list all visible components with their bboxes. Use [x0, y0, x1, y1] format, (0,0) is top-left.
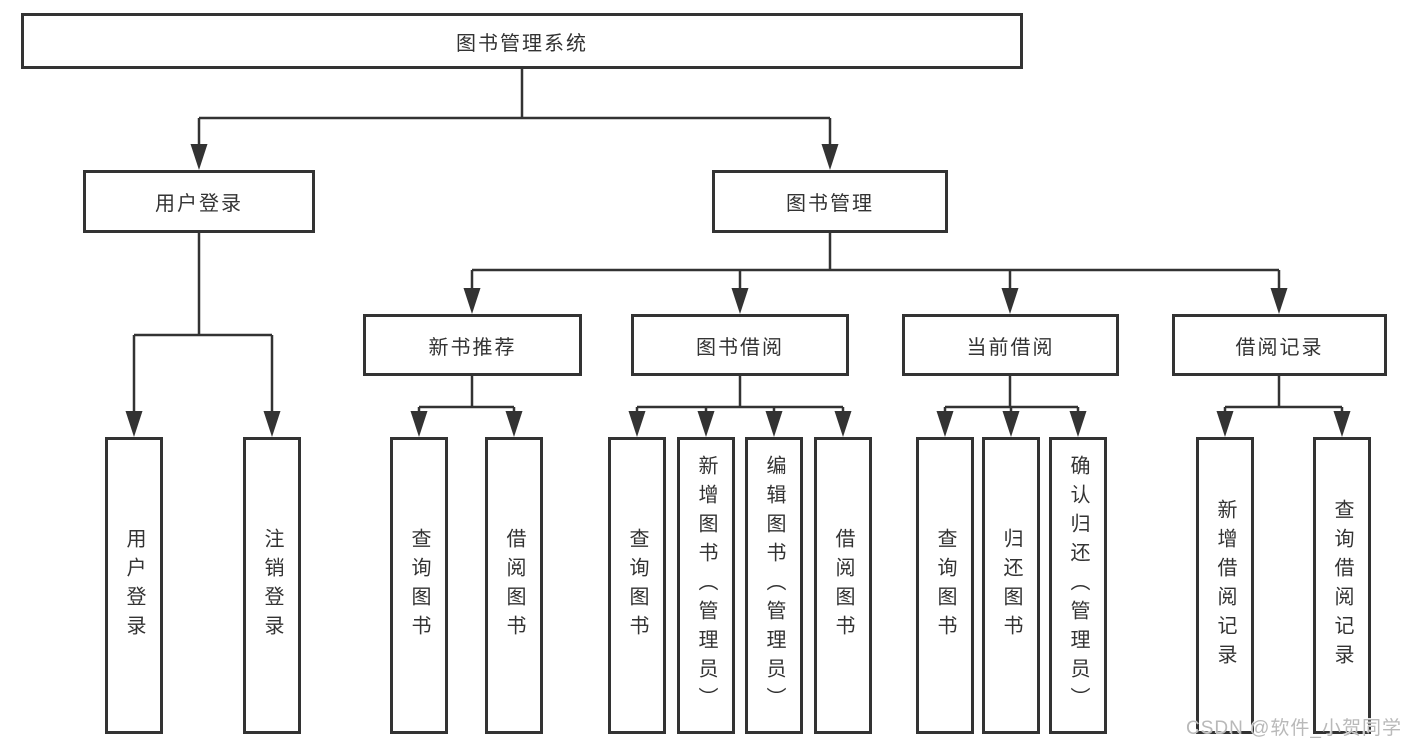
arrow-into-leaf-cb-query	[936, 411, 954, 437]
node-user-login: 用户登录	[83, 170, 315, 233]
connector-book-borrow-to-leaves	[635, 376, 845, 414]
connector-new-book-rec-to-leaves	[417, 376, 516, 414]
connector-book-mgmt-to-level3	[470, 233, 1281, 290]
node-book-borrowing: 图书借阅	[631, 314, 849, 376]
arrow-into-leaf-logout	[263, 411, 281, 437]
arrow-into-leaf-br-query	[1333, 411, 1351, 437]
node-label: 用户登录	[123, 527, 145, 644]
node-label: 查询借阅记录	[1331, 498, 1353, 673]
node-label: 查询图书	[934, 527, 956, 644]
node-label: 图书管理	[786, 193, 874, 215]
node-label: 确认归还（管理员）	[1067, 455, 1089, 716]
arrow-into-user-login	[190, 144, 208, 170]
leaf-borrow-books-recommend: 借阅图书	[485, 437, 543, 734]
arrow-into-leaf-br-add	[1216, 411, 1234, 437]
arrow-into-new-book-rec	[463, 288, 481, 314]
leaf-add-borrow-record: 新增借阅记录	[1196, 437, 1254, 734]
arrow-into-leaf-user-login	[125, 411, 143, 437]
connector-user-login-to-leaves	[132, 233, 274, 413]
arrow-into-leaf-nbr-borrow	[505, 411, 523, 437]
connector-root-to-level2	[197, 69, 832, 146]
leaf-query-books-borrowing: 查询图书	[608, 437, 666, 734]
node-label: 新增借阅记录	[1214, 498, 1236, 673]
arrow-into-book-borrow	[731, 288, 749, 314]
node-borrowing-records: 借阅记录	[1172, 314, 1387, 376]
node-label: 借阅图书	[832, 527, 854, 644]
node-current-borrowing: 当前借阅	[902, 314, 1119, 376]
node-book-management-system: 图书管理系统	[21, 13, 1023, 69]
leaf-logout: 注销登录	[243, 437, 301, 734]
arrow-into-book-mgmt	[821, 144, 839, 170]
leaf-confirm-return-admin: 确认归还（管理员）	[1049, 437, 1107, 734]
node-label: 编辑图书（管理员）	[763, 455, 785, 716]
node-label: 借阅图书	[503, 527, 525, 644]
node-new-book-recommendation: 新书推荐	[363, 314, 582, 376]
leaf-query-borrow-record: 查询借阅记录	[1313, 437, 1371, 734]
connector-borrow-record-to-leaves	[1223, 376, 1344, 414]
node-label: 图书借阅	[696, 336, 784, 359]
node-label: 归还图书	[1000, 527, 1022, 644]
arrow-into-leaf-bb-add	[697, 411, 715, 437]
arrow-into-leaf-bb-borrow	[834, 411, 852, 437]
leaf-return-books: 归还图书	[982, 437, 1040, 734]
arrow-into-current-borrow	[1001, 288, 1019, 314]
connector-current-borrow-to-leaves	[943, 376, 1080, 414]
node-label: 图书管理系统	[456, 32, 588, 55]
node-book-management: 图书管理	[712, 170, 948, 233]
leaf-borrow-books: 借阅图书	[814, 437, 872, 734]
arrow-into-leaf-cb-confirm	[1069, 411, 1087, 437]
leaf-user-login: 用户登录	[105, 437, 163, 734]
arrow-into-leaf-bb-query	[628, 411, 646, 437]
leaf-edit-books-admin: 编辑图书（管理员）	[745, 437, 803, 734]
arrow-into-leaf-cb-return	[1002, 411, 1020, 437]
leaf-query-books-recommend: 查询图书	[390, 437, 448, 734]
node-label: 借阅记录	[1235, 336, 1324, 359]
arrow-into-leaf-bb-edit	[765, 411, 783, 437]
arrow-into-leaf-nbr-query	[410, 411, 428, 437]
node-label: 查询图书	[408, 527, 430, 644]
arrow-into-borrow-record	[1270, 288, 1288, 314]
node-label: 当前借阅	[966, 336, 1055, 359]
arrowheads	[125, 144, 1351, 437]
leaf-query-books-current: 查询图书	[916, 437, 974, 734]
node-label: 用户登录	[155, 193, 243, 215]
node-label: 新书推荐	[428, 336, 517, 359]
csdn-watermark: CSDN @软件_小贺同学	[1186, 718, 1402, 739]
node-label: 查询图书	[626, 527, 648, 644]
node-label: 新增图书（管理员）	[695, 455, 717, 716]
leaf-add-books-admin: 新增图书（管理员）	[677, 437, 735, 734]
node-label: 注销登录	[261, 527, 283, 644]
